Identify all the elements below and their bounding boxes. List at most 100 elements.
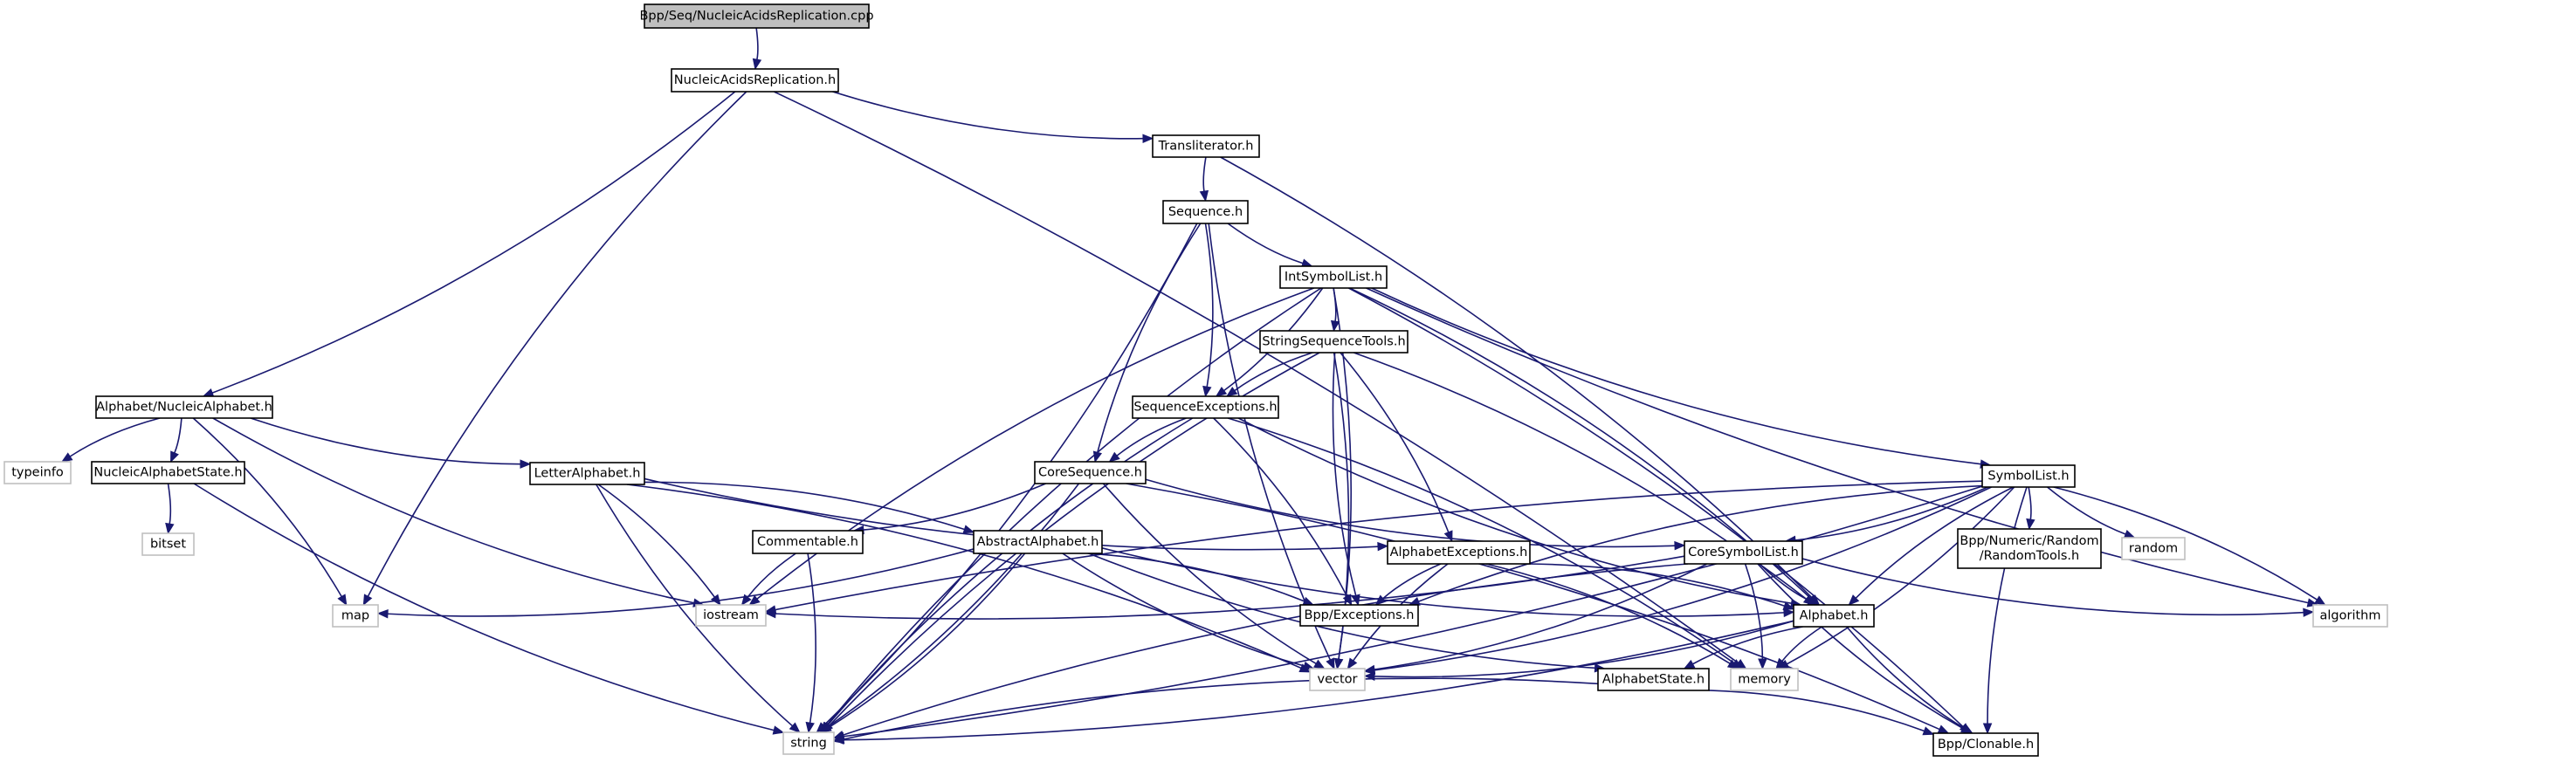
edge-symlist-to-random (2047, 486, 2126, 535)
node-label: map (341, 609, 369, 623)
node-label: StringSequenceTools.h (1262, 335, 1405, 349)
arrowhead-symlist-to-alphabet (1848, 594, 1860, 606)
node-label: AbstractAlphabet.h (977, 535, 1099, 549)
node-box (1299, 604, 1419, 627)
edge-sequence-to-coreseq (1097, 223, 1202, 453)
edge-letter-to-abstract (644, 481, 965, 531)
edge-seqexc-to-memory (1227, 417, 1735, 664)
node-seqexc[interactable]: SequenceExceptions.h (1132, 395, 1279, 419)
edge-coreseq-to-vector (1102, 483, 1317, 665)
node-label: bitset (150, 538, 186, 552)
node-box (1259, 330, 1409, 354)
edge-abstract-to-alphabet (1101, 547, 1785, 617)
edge-sequence-to-intsym (1227, 223, 1304, 264)
arrowhead-intsym-to-iostream (748, 594, 761, 606)
node-letter[interactable]: LetterAlphabet.h (529, 462, 645, 485)
arrowhead-alphaexc-to-memory (1726, 659, 1739, 669)
arrowhead-alphaexc-to-vector (1347, 657, 1358, 670)
node-bppexc[interactable]: Bpp/Exceptions.h (1299, 604, 1419, 627)
node-label: NucleicAcidsReplication.h (674, 73, 836, 87)
node-box (529, 462, 645, 485)
node-label: Bpp/Clonable.h (1938, 738, 2034, 752)
node-box (671, 68, 839, 93)
node-label: Bpp/Exceptions.h (1305, 608, 1415, 622)
edge-abstract-to-bppexc (1087, 553, 1305, 602)
node-label: Bpp/Seq/NucleicAcidsReplication.cpp (639, 10, 873, 24)
node-box (332, 604, 379, 628)
node-alphabet[interactable]: Alphabet.h (1793, 604, 1875, 628)
node-label: Sequence.h (1168, 205, 1243, 219)
edge-coresym-to-iostream (775, 555, 1685, 620)
node-label: SymbolList.h (1987, 470, 2069, 484)
node-label: /RandomTools.h (1980, 549, 2079, 563)
node-alphastate[interactable]: AlphabetState.h (1597, 668, 1710, 691)
edge-letter-to-string (596, 484, 794, 727)
node-intsym[interactable]: IntSymbolList.h (1279, 265, 1388, 289)
node-randtools[interactable]: Bpp/Numeric/Random/RandomTools.h (1957, 528, 2102, 569)
arrowhead-symlist-to-algorithm (2314, 595, 2326, 606)
node-label: iostream (703, 608, 759, 622)
node-label: AlphabetState.h (1602, 673, 1705, 687)
edge-translit-to-alphabet (1220, 156, 1814, 599)
arrowhead-symlist-to-bppexc (1408, 597, 1421, 606)
edge-coresym-to-memory (1744, 563, 1764, 660)
node-alphaexc[interactable]: AlphabetExceptions.h (1387, 540, 1531, 565)
node-label: SequenceExceptions.h (1133, 401, 1277, 415)
node-symlist[interactable]: SymbolList.h (1981, 464, 2076, 488)
edge-alphaexc-to-memory (1485, 563, 1731, 664)
edge-symlist-to-vector (1374, 486, 1992, 671)
edge-sequence-to-string (823, 223, 1198, 726)
node-abstract[interactable]: AbstractAlphabet.h (973, 530, 1103, 554)
node-box (95, 395, 273, 419)
edge-symlist-to-alphabet (1855, 486, 2014, 599)
edge-alphaexc-to-alphabet (1526, 563, 1785, 607)
edge-symlist-to-randtools (2028, 486, 2032, 520)
arrowhead-coreseq-to-coresym (1674, 540, 1686, 551)
arrowhead-alphabet-to-alphastate (1683, 659, 1696, 669)
node-box (973, 530, 1103, 554)
edge-nucalpha-to-typeinfo (69, 417, 161, 457)
arrowhead-symlist-to-randtools (2026, 518, 2035, 531)
arrowhead-sst-to-vector (1333, 657, 1344, 670)
node-nucalpha[interactable]: Alphabet/NucleicAlphabet.h (95, 395, 273, 419)
node-label: CoreSequence.h (1038, 466, 1142, 480)
edge-letter-to-iostream (597, 484, 715, 598)
node-box (695, 604, 767, 627)
node-coreseq[interactable]: CoreSequence.h (1034, 461, 1147, 484)
edge-abstract-to-string (829, 553, 1026, 728)
nodes-layer: Bpp/Seq/NucleicAcidsReplication.cppNucle… (3, 3, 2388, 757)
arrowhead-nar-to-map (362, 594, 373, 607)
arrowhead-coreseq-to-clonable (1937, 724, 1950, 734)
node-box (1279, 265, 1388, 289)
edge-nar-to-map (367, 91, 747, 597)
edge-coresym-to-vector (1374, 563, 1708, 670)
edge-seqexc-to-alphabet (1237, 417, 1792, 605)
node-label: Bpp/Numeric/Random (1960, 534, 2098, 548)
arrowhead-coresym-to-algorithm (2303, 608, 2315, 617)
edge-comment-to-string (807, 553, 816, 724)
node-nar[interactable]: NucleicAcidsReplication.h (671, 68, 839, 93)
node-clonable[interactable]: Bpp/Clonable.h (1932, 732, 2039, 757)
node-label: random (2129, 542, 2178, 556)
node-translit[interactable]: Transliterator.h (1152, 134, 1260, 158)
edge-comment-to-iostream (747, 553, 796, 598)
arrowhead-root-to-nar (752, 58, 762, 71)
arrowhead-coresym-to-memory (1758, 658, 1767, 670)
node-comment[interactable]: Commentable.h (752, 530, 864, 554)
node-root[interactable]: Bpp/Seq/NucleicAcidsReplication.cpp (639, 3, 874, 29)
edge-coresym-to-clonable (1757, 563, 1964, 730)
arrowhead-coreseq-to-vector (1313, 659, 1326, 669)
arrowhead-nucalpha-to-letter (520, 459, 532, 469)
edge-alphabet-to-clonable (1846, 626, 1965, 729)
node-sst[interactable]: StringSequenceTools.h (1259, 330, 1409, 354)
node-nucstate[interactable]: NucleicAlphabetState.h (91, 461, 245, 484)
node-label: typeinfo (11, 466, 64, 480)
node-box (1152, 134, 1260, 158)
edge-coreseq-to-comment (863, 483, 1046, 531)
node-box (644, 3, 870, 29)
arrowhead-abstract-to-map (376, 609, 389, 619)
node-coresym[interactable]: CoreSymbolList.h (1684, 540, 1803, 565)
node-sequence[interactable]: Sequence.h (1162, 200, 1249, 224)
arrowhead-symlist-to-vector (1363, 665, 1376, 675)
